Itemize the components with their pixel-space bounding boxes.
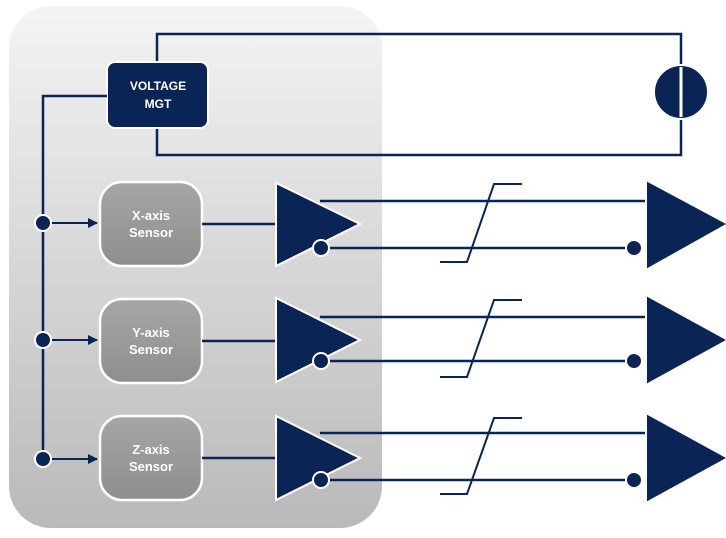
z-sensor-line1: Z-axis [132,442,170,457]
x-channel [34,178,726,272]
x-sensor-line1: X-axis [131,208,171,223]
x-sensor-line2: Sensor [128,225,174,240]
z-axis-sensor-label: Z-axis Sensor [101,441,201,475]
z-sensor-line2: Sensor [128,459,174,474]
voltage-mgt-line2: MGT [144,97,172,111]
z-bus-node [34,450,52,468]
y-axis-sensor-label: Y-axis Sensor [101,324,201,358]
voltage-mgt-label: VOLTAGE MGT [110,77,206,113]
z-receiver-amplifier [645,411,726,505]
z-channel [34,411,726,505]
power-source-symbol [653,64,709,120]
y-sensor-line1: Y-axis [132,325,170,340]
x-twisted-pair-break [440,183,522,263]
voltage-mgt-line1: VOLTAGE [129,79,187,93]
sensor-board-panel [9,6,382,528]
x-axis-sensor-label: X-axis Sensor [101,207,201,241]
y-channel [34,293,726,387]
x-receiver-amplifier [645,178,726,272]
y-receiver-amplifier [645,293,726,387]
x-bus-node [34,214,52,232]
z-twisted-pair-break [440,417,522,495]
y-twisted-pair-break [440,299,522,378]
y-bus-node [34,331,52,349]
y-sensor-line2: Sensor [128,342,174,357]
